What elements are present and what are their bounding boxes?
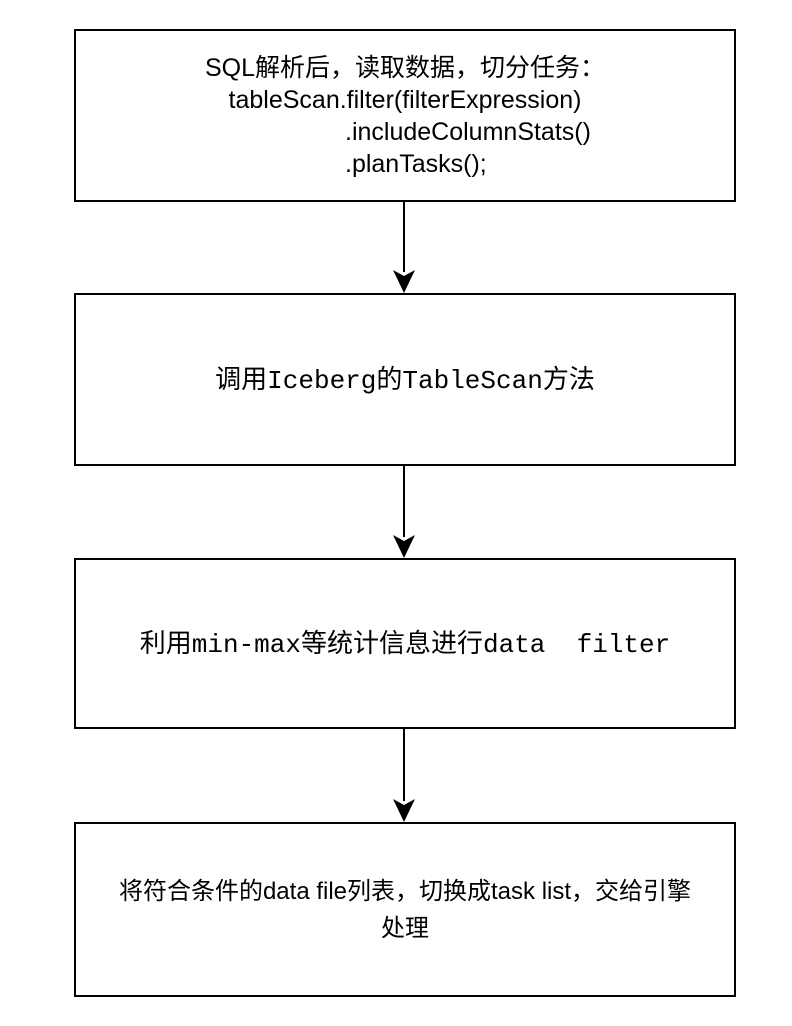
step2-seg-code-1: Iceberg (267, 365, 377, 396)
step3-seg-code-2: data filter (483, 629, 671, 660)
step3-seg-cjk-2: 等统计信息进行 (300, 627, 483, 658)
step2-seg-cjk-2: 的 (376, 363, 403, 394)
connector-arrow-2 (393, 466, 415, 558)
step2-seg-code-2: TableScan (402, 365, 543, 396)
step3-line: 利用min-max等统计信息进行data filter (76, 626, 734, 662)
connector-arrow-1 (393, 202, 415, 293)
step2-line: 调用Iceberg的TableScan方法 (76, 362, 734, 398)
step1-line-code-3: .planTasks(); (345, 149, 487, 178)
flow-step-data-filter: 利用min-max等统计信息进行data filter (74, 558, 736, 729)
step1-line-title: SQL解析后，读取数据，切分任务： (204, 53, 606, 82)
step2-seg-cjk-3: 方法 (542, 363, 595, 394)
step3-seg-cjk-1: 利用 (139, 627, 192, 658)
step1-line-code-2: .includeColumnStats() (345, 117, 591, 146)
step3-seg-code-1: min-max (191, 629, 301, 660)
flow-step-sql-parse-plan: SQL解析后，读取数据，切分任务： tableScan.filter(filte… (74, 29, 736, 202)
step2-seg-cjk-1: 调用 (215, 363, 268, 394)
step4-line-1: 将符合条件的data file列表，切换成task list，交给引擎 (118, 877, 692, 905)
step4-line-2: 处理 (381, 914, 429, 942)
flow-step-task-list-handoff: 将符合条件的data file列表，切换成task list，交给引擎 处理 (74, 822, 736, 997)
connector-arrow-3 (393, 729, 415, 822)
flow-step-call-tablescan: 调用Iceberg的TableScan方法 (74, 293, 736, 466)
step1-line-code-1: tableScan.filter(filterExpression) (228, 85, 582, 114)
